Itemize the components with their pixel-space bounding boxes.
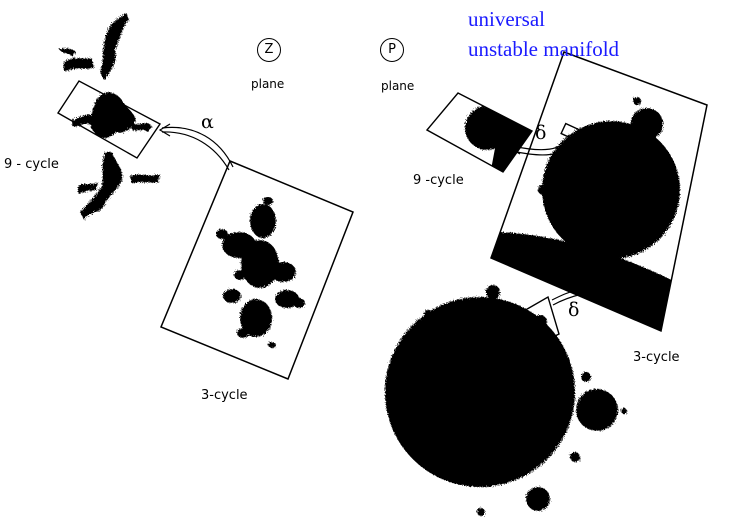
headline-unstable-manifold: unstable manifold xyxy=(468,37,620,61)
z-plane-label: plane xyxy=(251,77,285,91)
delta-arrow-upper xyxy=(508,122,580,156)
left-9cycle-label: 9 - cycle xyxy=(4,157,59,172)
mandelbrot-main xyxy=(385,285,627,516)
z-plane-symbol: Z xyxy=(257,38,281,62)
left-3cycle-label: 3-cycle xyxy=(201,388,248,403)
delta-arrow-lower xyxy=(551,288,583,306)
julia-dendrite-9cycle xyxy=(58,12,160,220)
p-plane-label: plane xyxy=(381,79,415,93)
right-9cycle-label: 9 -cycle xyxy=(413,173,464,188)
small-3cycle-blob xyxy=(533,315,547,329)
right-3cycle-label: 3-cycle xyxy=(633,350,680,365)
small-3cycle-box xyxy=(521,295,560,348)
alpha-label: α xyxy=(201,111,214,133)
left-3cycle-rect xyxy=(160,160,354,380)
right-3cycle-rect xyxy=(490,51,708,333)
left-9cycle-rect xyxy=(57,80,162,159)
alpha-arrow xyxy=(158,123,234,171)
p-plane-symbol: P xyxy=(380,38,404,62)
right-9cycle-fill xyxy=(465,95,532,172)
delta-label-lower: δ xyxy=(568,299,580,321)
julia-3cycle xyxy=(216,197,305,348)
delta-label-upper: δ xyxy=(535,122,547,144)
headline-universal: universal xyxy=(468,7,545,31)
